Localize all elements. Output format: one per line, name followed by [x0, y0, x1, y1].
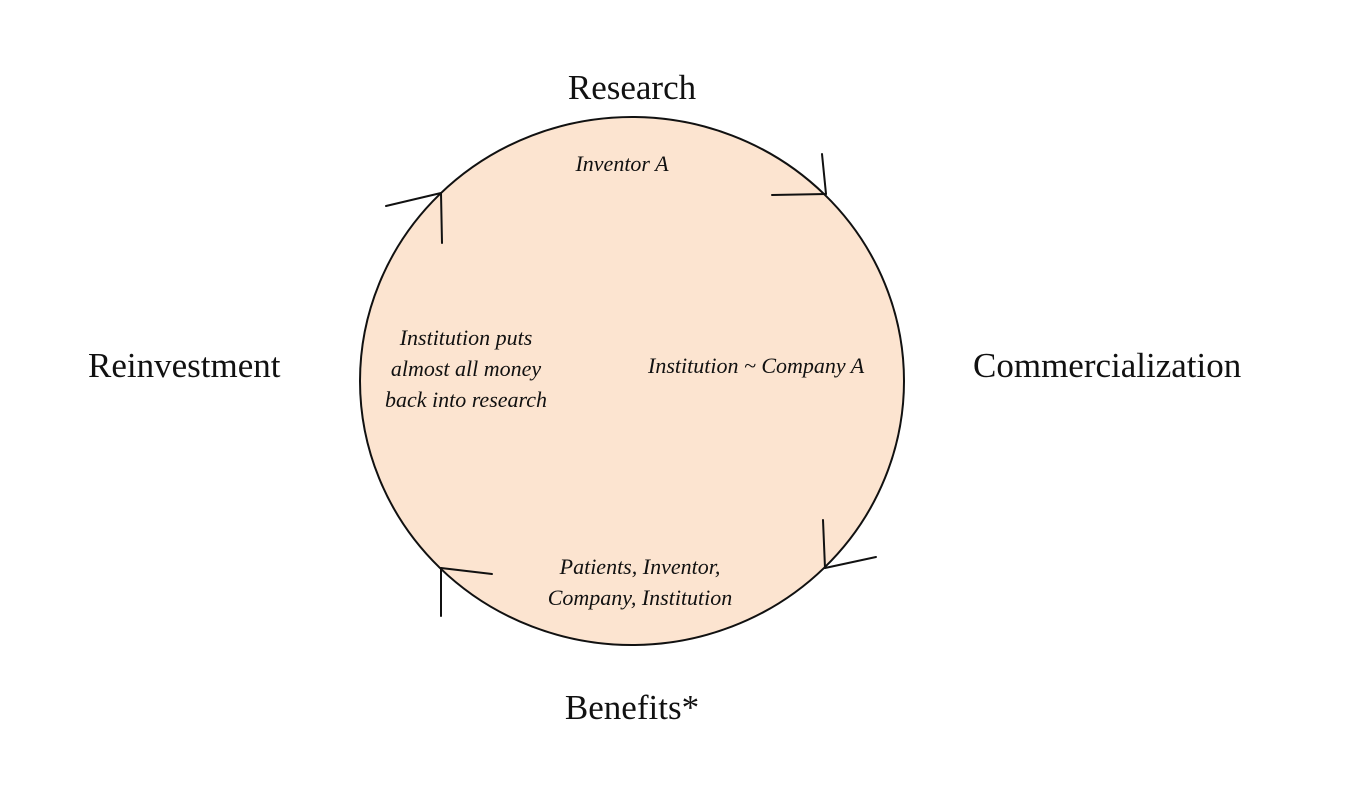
beneficiaries-line: Company, Institution: [547, 585, 733, 610]
inner-label-beneficiaries: Patients, Inventor, Company, Institution: [520, 551, 760, 613]
inner-label-inventor: Inventor A: [575, 151, 669, 176]
beneficiaries-line: Patients, Inventor,: [559, 554, 721, 579]
arrowhead-bottom-left: [440, 567, 493, 617]
inner-label-company: Institution ~ Company A: [648, 353, 865, 378]
reinvestment-note-line: Institution puts: [399, 325, 533, 350]
stage-label-research: Research: [567, 68, 697, 107]
arrowhead-top-left: [385, 192, 443, 244]
cycle-circle: [359, 116, 905, 646]
arrowhead-top-right: [771, 153, 827, 196]
reinvestment-note-line: almost all money: [390, 356, 542, 381]
inner-label-reinvestment-note: Institution puts almost all money back i…: [366, 322, 566, 415]
stage-label-benefits: Benefits*: [564, 688, 700, 727]
reinvestment-note-line: back into research: [384, 387, 548, 412]
arrowhead-bottom-right: [822, 519, 877, 569]
stage-label-reinvestment: Reinvestment: [88, 346, 281, 385]
stage-label-commercialization: Commercialization: [973, 346, 1242, 385]
